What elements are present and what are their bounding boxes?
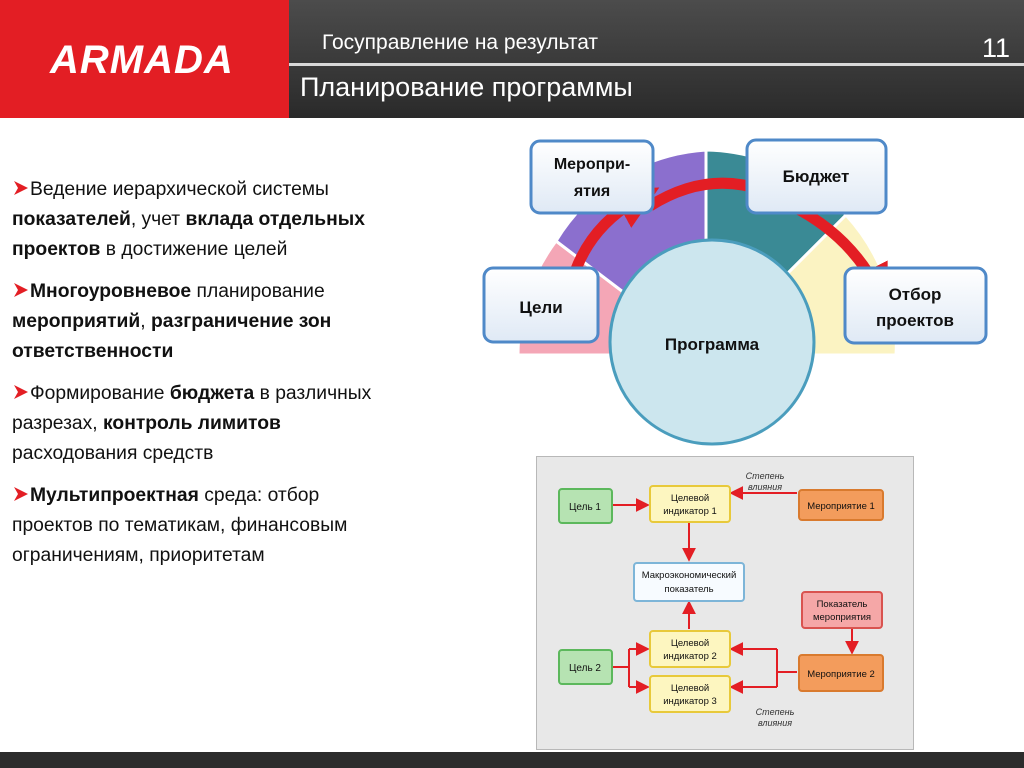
activities-box: Меропри- ятия	[529, 139, 655, 215]
indicator-2-line2: индикатор 2	[663, 651, 717, 662]
bullet-text: , учет	[130, 209, 186, 230]
activity-indicator-box	[801, 591, 883, 629]
macro-indicator-box	[633, 562, 745, 602]
selection-label-2: проектов	[876, 311, 954, 330]
indicator-3-box	[649, 675, 731, 713]
bullet-text: в достижение целей	[100, 239, 288, 260]
activity-2-label: Мероприятие 2	[807, 669, 875, 680]
influence-top-line1: Степень	[746, 471, 785, 481]
logo-block: ARMADA	[0, 0, 289, 118]
bullet-text-bold: контроль лимитов	[103, 413, 281, 434]
indicator-1-box	[649, 485, 731, 523]
goals-label: Цели	[519, 298, 562, 317]
bullet-text: в различных разрезах,	[12, 383, 372, 434]
indicator-2-line1: Целевой	[671, 638, 709, 649]
program-circle	[608, 238, 816, 446]
bullet-text-bold: мероприятий	[12, 311, 141, 332]
activity-1-label: Мероприятие 1	[807, 501, 875, 512]
selection-label-1: Отбор	[889, 285, 942, 304]
budget-label: Бюджет	[783, 167, 850, 186]
activity-1-box	[798, 489, 884, 521]
indicator-flowchart: Цель 1 Цель 2 Целевой индикатор 1 Макроэ…	[536, 456, 914, 750]
goals-box: Цели	[482, 266, 600, 344]
bullet-text-bold: Мультипроектная	[30, 485, 199, 506]
bullet-item: Ведение иерархической системы показателе…	[12, 175, 404, 265]
slide-subtitle: Госуправление на результат	[322, 31, 599, 54]
bullet-item: Формирование бюджета в различных разреза…	[12, 379, 404, 469]
budget-box: Бюджет	[745, 138, 888, 215]
header-bar	[289, 0, 1024, 118]
slide-title: Планирование программы	[300, 72, 633, 102]
selection-box: Отбор проектов	[843, 266, 988, 345]
program-label: Программа	[665, 335, 760, 354]
macro-line2: показатель	[664, 584, 713, 595]
activities-label-2: ятия	[573, 183, 610, 200]
bullet-list: Ведение иерархической системы показателе…	[12, 175, 404, 583]
bullet-text: ,	[140, 311, 151, 332]
bullet-arrow-icon	[14, 385, 28, 399]
bullet-text-bold: вклада отдельных проектов	[12, 209, 365, 260]
bullet-text: планирование	[191, 281, 325, 302]
goal-1-box	[558, 488, 613, 524]
bullet-item: Мультипроектная среда: отбор проектов по…	[12, 481, 404, 571]
activities-label-1: Меропри-	[554, 156, 630, 173]
activity-2-box	[798, 654, 884, 692]
influence-bottom-line1: Степень	[756, 707, 795, 717]
bullet-arrow-icon	[14, 283, 28, 297]
indicator-1-line2: индикатор 1	[663, 506, 717, 517]
bullet-text-bold: Многоуровневое	[30, 281, 192, 302]
influence-bottom-line2: влияния	[758, 718, 792, 728]
indicator-3-line2: индикатор 3	[663, 696, 717, 707]
bullet-text-bold: бюджета	[169, 383, 255, 404]
bullet-text: среда: отбор проектов по тематикам, фина…	[12, 485, 348, 566]
activity-indicator-line2: мероприятия	[813, 612, 871, 623]
page-number: 11	[981, 33, 1010, 63]
goal-2-box	[558, 649, 613, 685]
goal-2-label: Цель 2	[569, 663, 601, 674]
bullet-text-bold: показателей	[12, 209, 131, 230]
bullet-text: расходования средств	[12, 443, 214, 464]
bullet-arrow-icon	[14, 181, 28, 195]
flowchart-canvas: Цель 1 Цель 2 Целевой индикатор 1 Макроэ…	[558, 471, 884, 728]
bullet-arrow-icon	[14, 487, 28, 501]
goal-1-label: Цель 1	[569, 502, 601, 513]
bullet-text-bold: разграничение зон ответственности	[12, 311, 332, 362]
macro-line1: Макроэкономический	[642, 570, 737, 581]
indicator-1-line1: Целевой	[671, 493, 709, 504]
influence-top-line2: влияния	[748, 482, 782, 492]
indicator-3-line1: Целевой	[671, 683, 709, 694]
program-diagram: Программа Цели Меропри- ятия Бюджет Отбо…	[482, 138, 988, 446]
bullet-text: Ведение иерархической системы	[30, 179, 329, 200]
bullet-text: Формирование	[30, 383, 170, 404]
header-divider	[289, 63, 1024, 66]
activity-indicator-line1: Показатель	[817, 599, 868, 610]
bullet-item: Многоуровневое планирование мероприятий,…	[12, 277, 404, 367]
bottom-bar	[0, 752, 1024, 768]
armada-logo: ARMADA	[50, 38, 234, 82]
indicator-2-box	[649, 630, 731, 668]
